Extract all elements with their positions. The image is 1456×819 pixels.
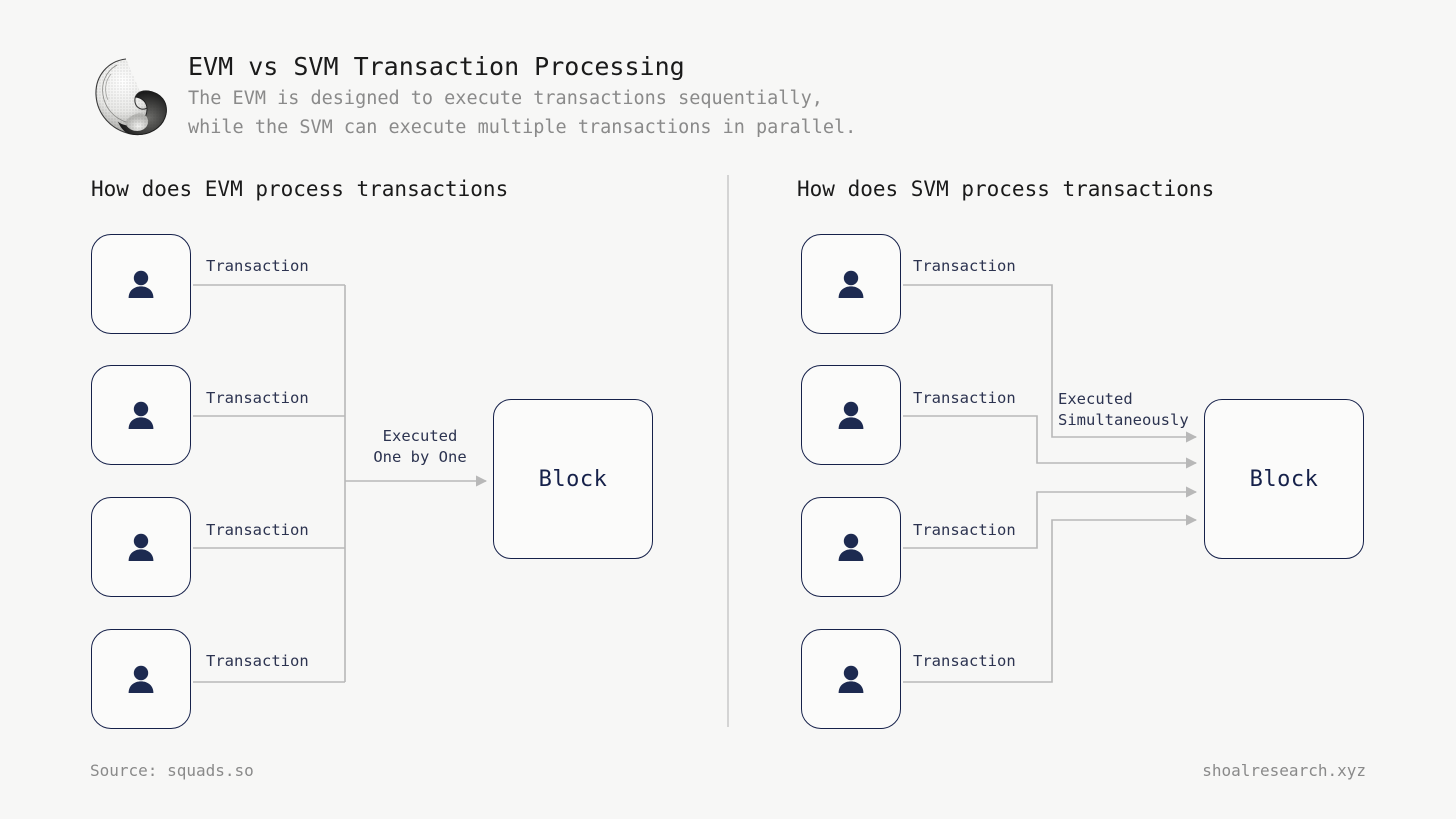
subtitle-line-1: The EVM is designed to execute transacti… bbox=[188, 88, 823, 109]
subtitle-line-2: while the SVM can execute multiple trans… bbox=[188, 117, 857, 138]
evm-panel-heading: How does EVM process transactions bbox=[91, 177, 509, 201]
person-icon bbox=[838, 401, 864, 429]
person-icon bbox=[128, 533, 154, 561]
evm-exec-label: Executed One by One bbox=[352, 426, 488, 468]
svm-block-box[interactable]: Block bbox=[1204, 399, 1364, 559]
svm-user-card-3[interactable] bbox=[801, 497, 901, 597]
svm-tx-label-1: Transaction bbox=[913, 257, 1016, 275]
page-title: EVM vs SVM Transaction Processing bbox=[188, 52, 685, 81]
svm-exec-line-2: Simultaneously bbox=[1058, 411, 1189, 429]
svm-block-label: Block bbox=[1249, 466, 1319, 492]
evm-block-label: Block bbox=[538, 466, 608, 492]
evm-tx-label-2: Transaction bbox=[206, 389, 309, 407]
svm-user-card-2[interactable] bbox=[801, 365, 901, 465]
evm-tx-label-4: Transaction bbox=[206, 652, 309, 670]
evm-block-box[interactable]: Block bbox=[493, 399, 653, 559]
evm-exec-line-1: Executed bbox=[382, 427, 458, 445]
svm-wire-3 bbox=[903, 486, 1198, 549]
person-icon bbox=[838, 665, 864, 693]
person-icon bbox=[128, 401, 154, 429]
site-attribution: shoalresearch.xyz bbox=[1202, 761, 1366, 780]
person-icon bbox=[128, 665, 154, 693]
evm-tx-label-1: Transaction bbox=[206, 257, 309, 275]
evm-user-card-3[interactable] bbox=[91, 497, 191, 597]
svm-tx-label-3: Transaction bbox=[913, 521, 1016, 539]
source-note: Source: squads.so bbox=[90, 761, 254, 780]
evm-exec-line-2: One by One bbox=[373, 448, 467, 466]
person-icon bbox=[838, 533, 864, 561]
svm-panel-heading: How does SVM process transactions bbox=[797, 177, 1215, 201]
person-icon bbox=[128, 270, 154, 298]
svm-user-card-1[interactable] bbox=[801, 234, 901, 334]
panel-divider bbox=[727, 175, 729, 727]
header-text-block: EVM vs SVM Transaction Processing The EV… bbox=[188, 50, 1288, 142]
evm-user-card-1[interactable] bbox=[91, 234, 191, 334]
svm-user-card-4[interactable] bbox=[801, 629, 901, 729]
person-icon bbox=[838, 270, 864, 298]
svm-tx-label-4: Transaction bbox=[913, 652, 1016, 670]
evm-user-card-4[interactable] bbox=[91, 629, 191, 729]
seashell-logo-icon bbox=[95, 58, 167, 136]
svm-exec-line-1: Executed bbox=[1058, 390, 1133, 408]
evm-tx-label-3: Transaction bbox=[206, 521, 309, 539]
evm-user-card-2[interactable] bbox=[91, 365, 191, 465]
svm-exec-label: Executed Simultaneously bbox=[1058, 389, 1192, 431]
svm-tx-label-2: Transaction bbox=[913, 389, 1016, 407]
